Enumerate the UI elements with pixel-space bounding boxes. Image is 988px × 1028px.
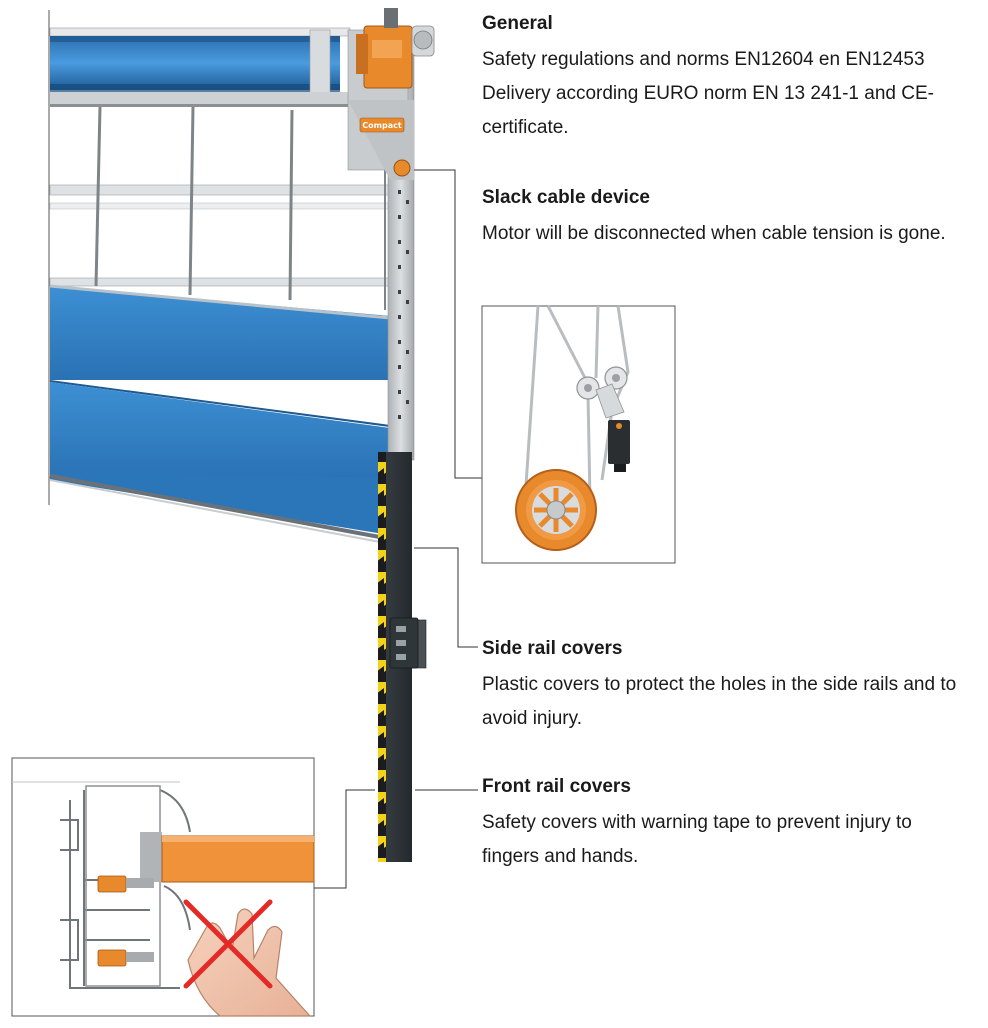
callout-front-rail-inset — [314, 789, 375, 889]
front-rail-inset — [11, 757, 315, 1017]
feature-general-body: Safety regulations and norms EN12604 en … — [482, 49, 934, 138]
door-panel-section — [161, 835, 315, 883]
feature-general-title: General — [482, 13, 553, 34]
feature-side-rail-covers-body: Plastic covers to protect the holes in t… — [482, 674, 957, 729]
callout-slack-cable — [414, 169, 482, 479]
feature-front-rail-covers: Front rail covers Safety covers with war… — [482, 776, 977, 874]
feature-front-rail-covers-body: Safety covers with warning tape to preve… — [482, 812, 912, 867]
motor-unit: Compact — [356, 8, 435, 133]
door-illustration: Compact — [48, 8, 435, 862]
feature-side-rail-covers-title: Side rail covers — [482, 638, 623, 659]
top-roller-housing — [49, 27, 380, 107]
slack-cable-pulley-on-rail — [393, 159, 411, 177]
window-section — [49, 106, 391, 310]
feature-side-rail-covers: Side rail covers Plastic covers to prote… — [482, 638, 977, 736]
limit-switch — [608, 420, 630, 472]
feature-general: General Safety regulations and norms EN1… — [482, 13, 977, 145]
door-panels — [49, 284, 391, 543]
feature-slack-cable: Slack cable device Motor will be disconn… — [482, 187, 977, 251]
motor-brand-label: Compact — [362, 121, 402, 130]
callout-side-rail — [414, 547, 478, 648]
front-rail-cover — [378, 452, 427, 862]
feature-front-rail-covers-title: Front rail covers — [482, 776, 631, 797]
feature-slack-cable-title: Slack cable device — [482, 187, 650, 208]
pulley-wheel — [515, 469, 597, 551]
warning-cross-icon — [183, 899, 273, 989]
slack-cable-inset — [481, 305, 676, 564]
callout-lines — [314, 169, 482, 889]
feature-slack-cable-body: Motor will be disconnected when cable te… — [482, 223, 946, 244]
